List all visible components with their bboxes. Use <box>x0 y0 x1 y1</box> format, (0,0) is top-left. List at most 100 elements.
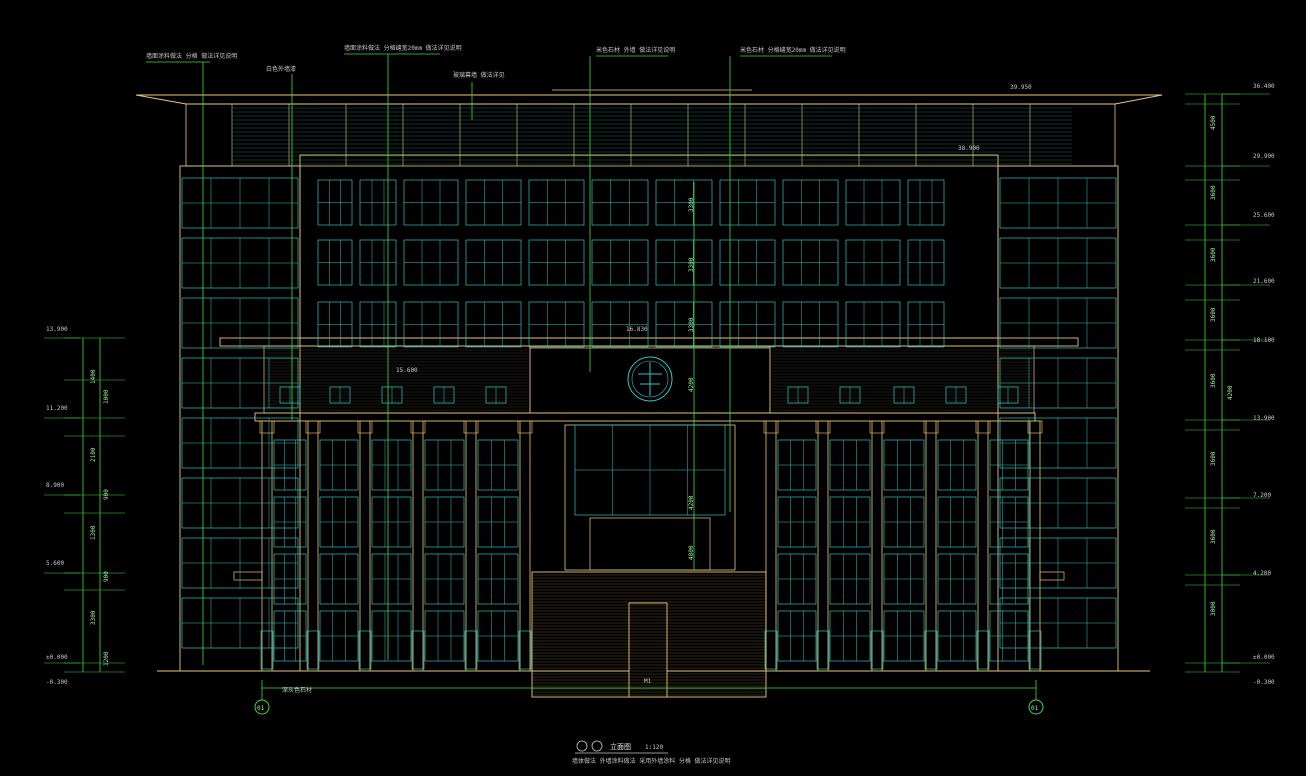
side-canopy-left <box>233 571 263 581</box>
column-capital <box>975 420 991 434</box>
column-capital <box>410 420 426 434</box>
column <box>765 420 777 672</box>
column-capital <box>305 420 321 434</box>
column <box>977 420 989 672</box>
level-label: -0.300 <box>46 679 68 686</box>
column-capital <box>815 420 831 434</box>
roof-cornice <box>135 94 1163 105</box>
axis-bubble-end: 01 <box>1028 699 1044 715</box>
callout-9: 39.950 <box>1010 84 1032 91</box>
drawing-scale: 1:120 <box>645 744 663 751</box>
column <box>871 420 883 672</box>
level-label: ±0.000 <box>46 654 68 661</box>
dim-label: 4500 <box>1210 115 1217 130</box>
dim-label: 3600 <box>1210 529 1217 544</box>
right-level-labels: 36.400 29.900 25.600 21.600 18.100 13.90… <box>1253 83 1275 686</box>
level-label: 4.200 <box>1253 570 1271 577</box>
column <box>519 420 531 672</box>
left-level-labels: 13.900 11.200 8.900 5.600 ±0.000 -0.300 <box>46 326 68 686</box>
dim-label: 4200 <box>688 377 695 392</box>
svg-text:01: 01 <box>1031 705 1039 712</box>
canopy-beam <box>254 412 1036 422</box>
callout-12: 15.600 <box>396 367 418 374</box>
canopy-slab <box>219 337 1079 347</box>
callout-1: 墙面涂料做法 分格 做法详见说明 <box>146 52 237 60</box>
dim-label: 3300 <box>688 197 695 212</box>
level-label: ±0.000 <box>1253 654 1275 661</box>
right-dimension-labels: 4500 3600 3600 3600 3600 3600 3600 3000 … <box>1210 115 1234 616</box>
column-base <box>764 630 778 670</box>
right-tower <box>997 165 1119 672</box>
level-label: 13.900 <box>1253 415 1275 422</box>
dim-label: 2100 <box>90 447 97 462</box>
column-capital <box>869 420 885 434</box>
column <box>359 420 371 672</box>
column-capital <box>463 420 479 434</box>
level-label: 29.900 <box>1253 153 1275 160</box>
drawing-title-block: 立面图 1:120 墙体做法 外墙涂料做法 采用外墙涂料 分格 做法详见说明 <box>572 740 730 765</box>
svg-text:01: 01 <box>257 705 265 712</box>
level-label: -0.300 <box>1253 679 1275 686</box>
dim-label: 4800 <box>688 545 695 560</box>
dim-label: 1300 <box>90 525 97 540</box>
level-label: 5.600 <box>46 560 64 567</box>
dim-label: 900 <box>103 571 110 582</box>
column-base <box>976 630 990 670</box>
center-dimension-labels: 3300 3300 3300 4200 4200 4800 <box>688 197 695 560</box>
dim-label: 4200 <box>1227 385 1234 400</box>
dim-label: 1400 <box>90 369 97 384</box>
level-label: 36.400 <box>1253 83 1275 90</box>
level-label: 7.200 <box>1253 492 1271 499</box>
dim-label: 3300 <box>688 257 695 272</box>
callout-10: 38.900 <box>958 145 980 152</box>
dim-label: 3300 <box>90 610 97 625</box>
dim-label: 3600 <box>1210 373 1217 388</box>
dim-label: 3600 <box>1210 247 1217 262</box>
column-capital <box>517 420 533 434</box>
left-tower <box>179 165 301 672</box>
drawing-title: 立面图 <box>610 742 631 751</box>
column-base <box>924 630 938 670</box>
side-canopy-right <box>1039 571 1065 581</box>
callout-3: 玻璃幕墙 做法详见 <box>453 71 505 79</box>
level-label: 25.600 <box>1253 212 1275 219</box>
column <box>817 420 829 672</box>
window-grid <box>181 107 1117 696</box>
column-capital <box>259 420 275 434</box>
callout-11: 16.830 <box>626 326 648 333</box>
column <box>1029 420 1041 672</box>
level-label: 21.600 <box>1253 278 1275 285</box>
column <box>465 420 477 672</box>
axis-bubble-start: 01 <box>254 699 270 715</box>
central-block <box>299 154 999 339</box>
emblem-icon <box>627 356 673 402</box>
column <box>412 420 424 672</box>
column-base <box>816 630 830 670</box>
column-base <box>518 630 532 670</box>
level-label: 8.900 <box>46 482 64 489</box>
dim-label: 1000 <box>103 389 110 404</box>
door-mark: M1 <box>644 678 652 685</box>
column <box>925 420 937 672</box>
column-capital <box>1027 420 1043 434</box>
callout-4: 米色石材 外墙 做法详见说明 <box>596 46 675 54</box>
callout-7: 深灰色石材 <box>282 686 312 694</box>
column-base <box>870 630 884 670</box>
level-label: 11.200 <box>46 405 68 412</box>
dim-label: 3300 <box>688 317 695 332</box>
emblem-inner <box>631 360 669 398</box>
drawing-note: 墙体做法 外墙涂料做法 采用外墙涂料 分格 做法详见说明 <box>572 757 730 765</box>
callout-6: 白色外墙漆 <box>266 65 296 73</box>
column-base <box>464 630 478 670</box>
column-capital <box>923 420 939 434</box>
column <box>261 420 273 672</box>
left-dimension-labels: 1400 1000 2100 900 1300 3300 900 1200 <box>90 369 110 666</box>
dim-label: 3000 <box>1210 601 1217 616</box>
entrance-doors <box>589 517 711 571</box>
level-label: 13.900 <box>46 326 68 333</box>
louver-band <box>185 103 1116 167</box>
column-base <box>1028 630 1042 670</box>
callout-2: 墙面涂料做法 分格缝宽20mm 做法详见说明 <box>344 44 462 52</box>
